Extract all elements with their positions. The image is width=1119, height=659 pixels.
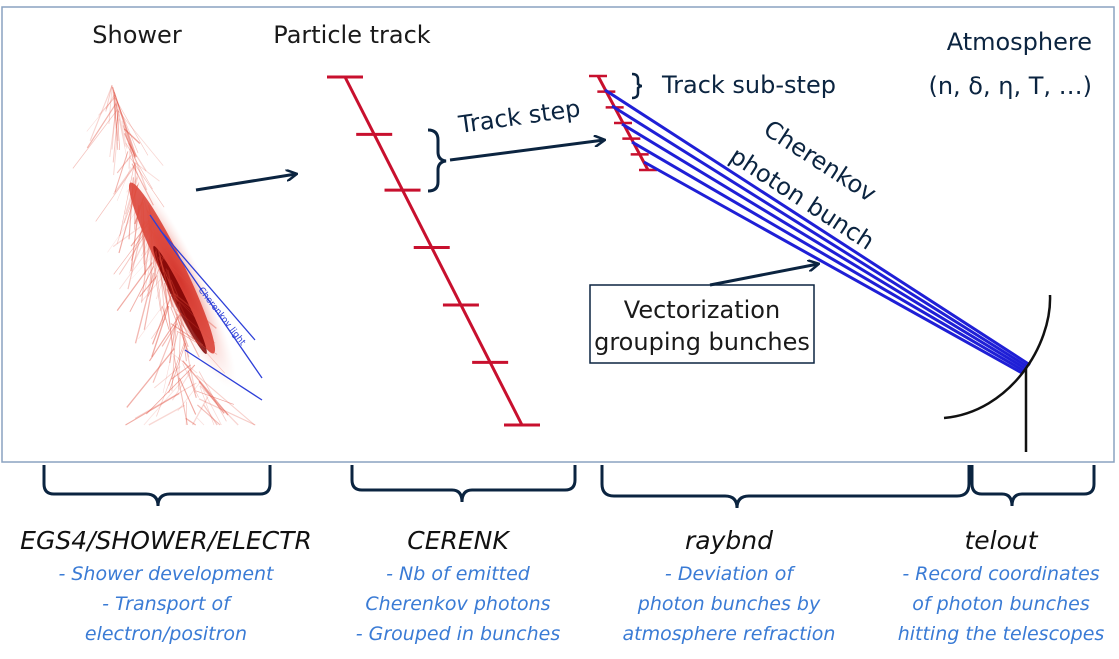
shower-strand bbox=[129, 149, 130, 169]
brace-egs4 bbox=[44, 465, 270, 506]
module-cerenk-desc-1: - Nb of emitted bbox=[386, 563, 531, 585]
module-telout-name: telout bbox=[964, 526, 1038, 555]
track-substep-label: Track sub-step bbox=[661, 71, 836, 99]
module-egs4-name: EGS4/SHOWER/ELECTR bbox=[20, 526, 312, 555]
module-cerenk-desc-3: - Grouped in bunches bbox=[356, 623, 561, 645]
atmosphere-params: (n, δ, η, T, …) bbox=[928, 72, 1092, 100]
module-egs4-desc-2: - Transport of bbox=[102, 593, 233, 615]
vectorization-label-line1: Vectorization bbox=[624, 296, 780, 324]
module-raybnd-desc-1: - Deviation of bbox=[665, 563, 796, 585]
brace-cerenk bbox=[352, 465, 575, 502]
module-telout-desc-2: of photon bunches bbox=[912, 593, 1090, 615]
shower-label: Shower bbox=[92, 21, 182, 49]
module-egs4-desc-3: electron/positron bbox=[85, 623, 247, 645]
shower-strand bbox=[135, 163, 136, 230]
particle-track-label: Particle track bbox=[273, 21, 430, 49]
module-egs4-desc-1: - Shower development bbox=[58, 563, 275, 585]
module-raybnd-desc-3: atmosphere refraction bbox=[623, 623, 836, 645]
vectorization-label-line2: grouping bunches bbox=[594, 328, 810, 356]
module-telout-desc-3: hitting the telescopes bbox=[898, 623, 1105, 645]
module-cerenk-name: CERENK bbox=[407, 526, 511, 555]
brace-telout bbox=[972, 465, 1094, 506]
atmosphere-label: Atmosphere bbox=[947, 28, 1092, 56]
module-raybnd-name: raybnd bbox=[685, 526, 773, 555]
module-braces bbox=[44, 465, 1094, 508]
module-telout-desc-1: - Record coordinates bbox=[902, 563, 1099, 585]
module-cerenk-desc-2: Cherenkov photons bbox=[365, 593, 550, 615]
module-raybnd-desc-2: photon bunches by bbox=[637, 593, 821, 615]
brace-raybnd bbox=[602, 465, 969, 508]
